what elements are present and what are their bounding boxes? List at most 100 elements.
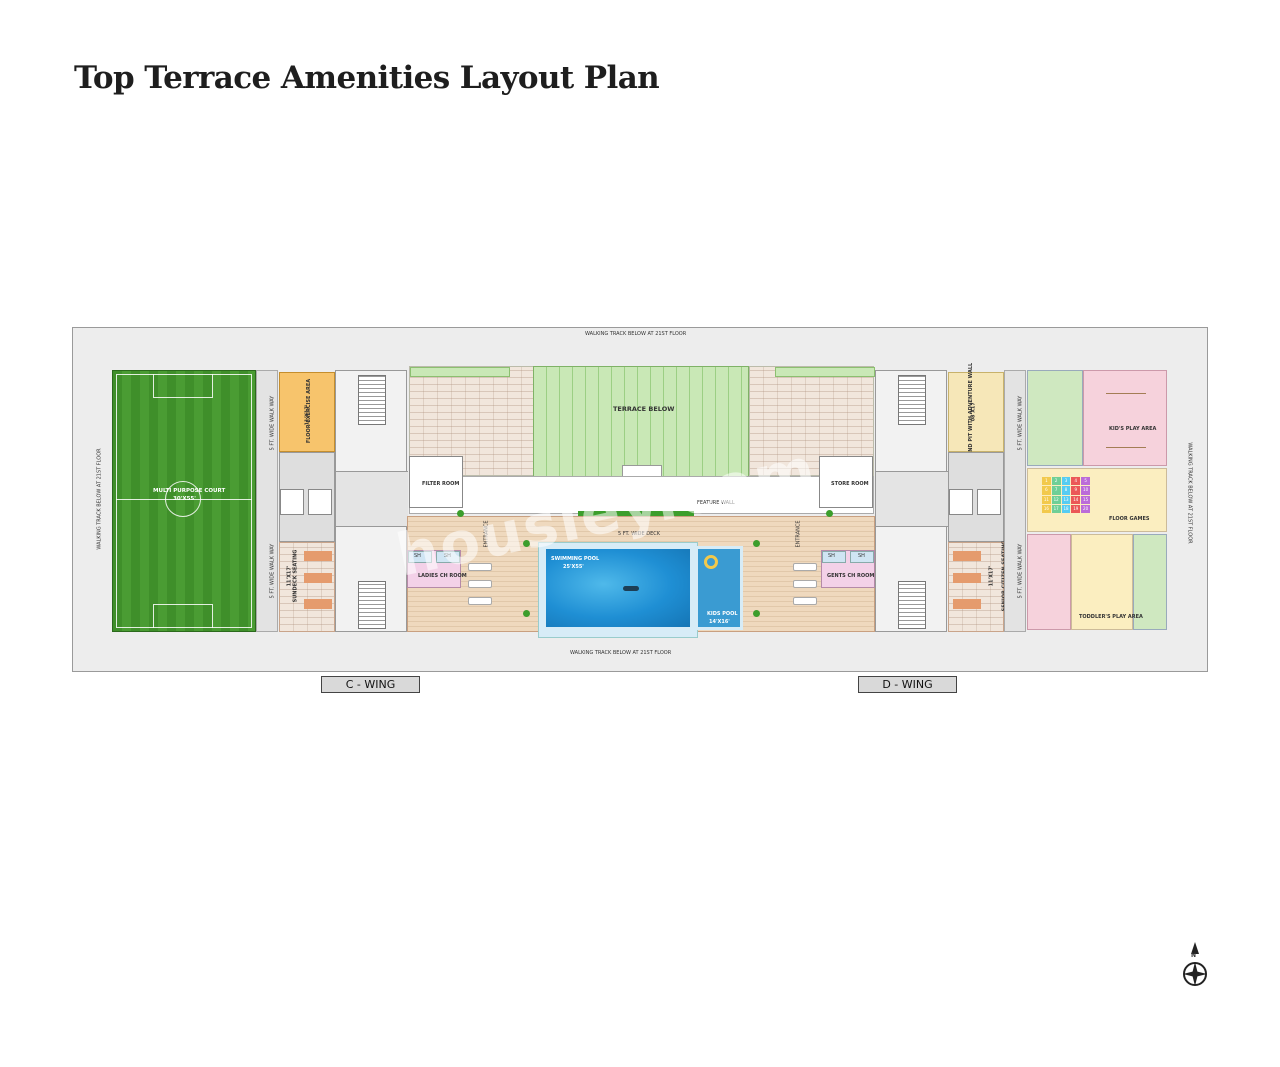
walking-track-right-label: WALKING TRACK BELOW AT 21ST FLOOR [1186, 442, 1193, 544]
walking-track-left-label: WALKING TRACK BELOW AT 21ST FLOOR [96, 448, 103, 550]
entrance-right-label: ENTRANCE [795, 520, 802, 548]
floor-game-tile: 17 [1051, 504, 1061, 513]
swimmer-icon [623, 586, 639, 591]
left-staircase-bottom [358, 581, 386, 629]
floor-game-tile: 20 [1081, 504, 1090, 513]
floor-game-tile: 4 [1071, 477, 1081, 486]
play-equipment [1106, 393, 1146, 394]
terrace-below-area [533, 366, 749, 483]
play-zone-green-2 [1133, 534, 1167, 630]
feature-wall-label: FEATURE WALL [697, 500, 735, 506]
left-corridor [336, 471, 408, 527]
swimming-pool [543, 546, 693, 630]
multi-purpose-court: MULTI PURPOSE COURT 30'X55' [112, 370, 256, 632]
lounger [468, 580, 492, 588]
swimming-pool-size: 25'X55' [563, 564, 584, 570]
sand-pit [948, 372, 1004, 452]
walkway-label-4: 5 FT. WIDE WALK WAY [1017, 543, 1024, 599]
ladies-shower-2 [436, 551, 460, 563]
walking-track-bottom-label: WALKING TRACK BELOW AT 21ST FLOOR [570, 650, 672, 656]
swimming-pool-label: SWIMMING POOL [551, 556, 600, 562]
planter-right [775, 367, 875, 377]
floor-game-tile: 3 [1061, 477, 1071, 486]
floor-game-tile: 11 [1042, 495, 1051, 504]
seating-bench-2 [304, 573, 332, 583]
court-label: MULTI PURPOSE COURT [153, 488, 226, 494]
seating-bench-3 [304, 599, 332, 609]
floor-game-tile: 5 [1081, 477, 1090, 486]
left-staircase-top [358, 375, 386, 425]
senior-seating-size: 11'X17' [988, 565, 995, 587]
gents-shower-1 [822, 551, 846, 563]
float-ring-icon [704, 555, 718, 569]
floor-game-tile: 18 [1061, 504, 1071, 513]
court-center-circle [165, 481, 201, 517]
sh-label-3: SH [828, 553, 835, 559]
filter-room [409, 456, 463, 508]
seating-bench-6 [953, 599, 981, 609]
sundeck-seating-size: 11'X17' [286, 565, 293, 587]
sand-pit-size: 08'X17' [970, 400, 977, 422]
central-corridor [409, 476, 874, 514]
lounger [793, 580, 817, 588]
plant-icon [523, 610, 530, 617]
lounger [468, 563, 492, 571]
left-core [279, 452, 335, 542]
toddlers-play-label: TODDLER'S PLAY AREA [1079, 614, 1143, 620]
filter-room-label: FILTER ROOM [422, 481, 460, 487]
court-boundary [116, 374, 252, 628]
floor-game-tile: 6 [1042, 486, 1051, 495]
walkway-label-1: 5 FT. WIDE WALK WAY [269, 395, 276, 451]
kids-play-label: KID'S PLAY AREA [1109, 426, 1157, 432]
ladies-shower-1 [408, 551, 432, 563]
sundeck-seating-label: SUNDECK SEATING [292, 549, 299, 603]
plant-icon [523, 540, 530, 547]
sundeck-seating-area [279, 542, 335, 632]
sh-label-4: SH [858, 553, 865, 559]
store-room-label: STORE ROOM [831, 481, 869, 487]
right-lift-1 [949, 489, 973, 515]
terrace-brick-right [749, 366, 875, 476]
floor-game-tile: 15 [1081, 495, 1090, 504]
gents-changing-room [821, 550, 875, 588]
court-goal-box-bottom [153, 604, 213, 628]
kids-pool-label: KIDS POOL [707, 611, 738, 617]
terrace-below-label: TERRACE BELOW [613, 405, 675, 413]
play-zone-green [1027, 370, 1083, 466]
floor-game-tile: 16 [1042, 504, 1051, 513]
left-lift-2 [308, 489, 332, 515]
plant-icon [753, 540, 760, 547]
d-wing-label: D - WING [858, 676, 957, 693]
page-title: Top Terrace Amenities Layout Plan [74, 60, 660, 96]
feature-wall [578, 511, 694, 516]
lounger [793, 563, 817, 571]
right-core [948, 452, 1004, 542]
court-size: 30'X55' [173, 496, 196, 502]
floor-game-tile: 1 [1042, 477, 1051, 486]
toddlers-play-area [1071, 534, 1133, 630]
kids-pool [695, 546, 743, 630]
terrace-plan: WALKING TRACK BELOW AT 21ST FLOOR WALKIN… [72, 327, 1208, 672]
kids-play-area [1083, 370, 1167, 466]
ladies-changing-room [407, 550, 461, 588]
gents-shower-2 [850, 551, 874, 563]
c-wing-label: C - WING [321, 676, 420, 693]
floor-game-tile: 9 [1071, 486, 1081, 495]
right-stair-block [875, 370, 948, 632]
floor-game-tile: 8 [1061, 486, 1071, 495]
store-room [819, 456, 873, 508]
right-lift-2 [977, 489, 1001, 515]
lounger [793, 597, 817, 605]
walkway-label-3: 5 FT. WIDE WALK WAY [1017, 395, 1024, 451]
floor-game-tile: 14 [1071, 495, 1081, 504]
sh-label-2: SH [444, 553, 451, 559]
seating-bench-5 [953, 573, 981, 583]
floor-exercise-area [279, 372, 335, 452]
gents-room-label: GENTS CH ROOM [827, 573, 875, 579]
floor-game-tile: 10 [1081, 486, 1090, 495]
floor-game-tile: 7 [1051, 486, 1061, 495]
planter-left [410, 367, 510, 377]
plant-icon [457, 510, 464, 517]
